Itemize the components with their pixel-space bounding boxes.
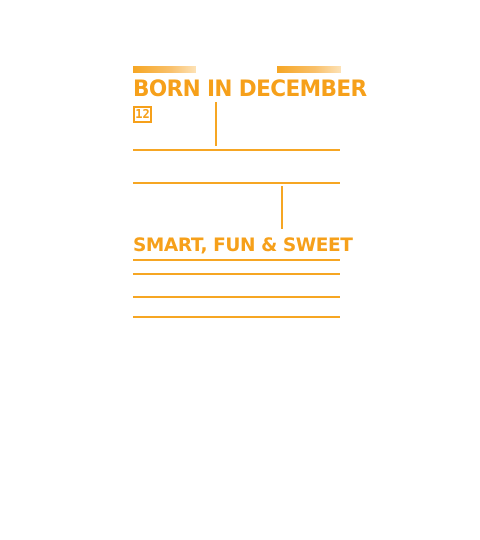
- divider-line-2: [133, 182, 340, 184]
- tagline-smart-fun-sweet: SMART, FUN & SWEET: [133, 235, 353, 256]
- headline-born-in-december: BORN IN DECEMBER: [133, 77, 367, 102]
- divider-line-1: [133, 149, 340, 151]
- top-left-accent-bar: [133, 66, 196, 73]
- divider-line-4: [133, 273, 340, 275]
- top-right-accent-bar: [277, 66, 341, 73]
- divider-vertical-1: [215, 102, 217, 146]
- divider-vertical-2: [281, 186, 283, 229]
- divider-line-3: [133, 259, 340, 261]
- divider-line-6: [133, 316, 340, 318]
- divider-line-5: [133, 296, 340, 298]
- birthday-tshirt-design: BORN IN DECEMBER 12 SMART, FUN & SWEET: [133, 62, 367, 324]
- month-number-badge: 12: [133, 106, 152, 123]
